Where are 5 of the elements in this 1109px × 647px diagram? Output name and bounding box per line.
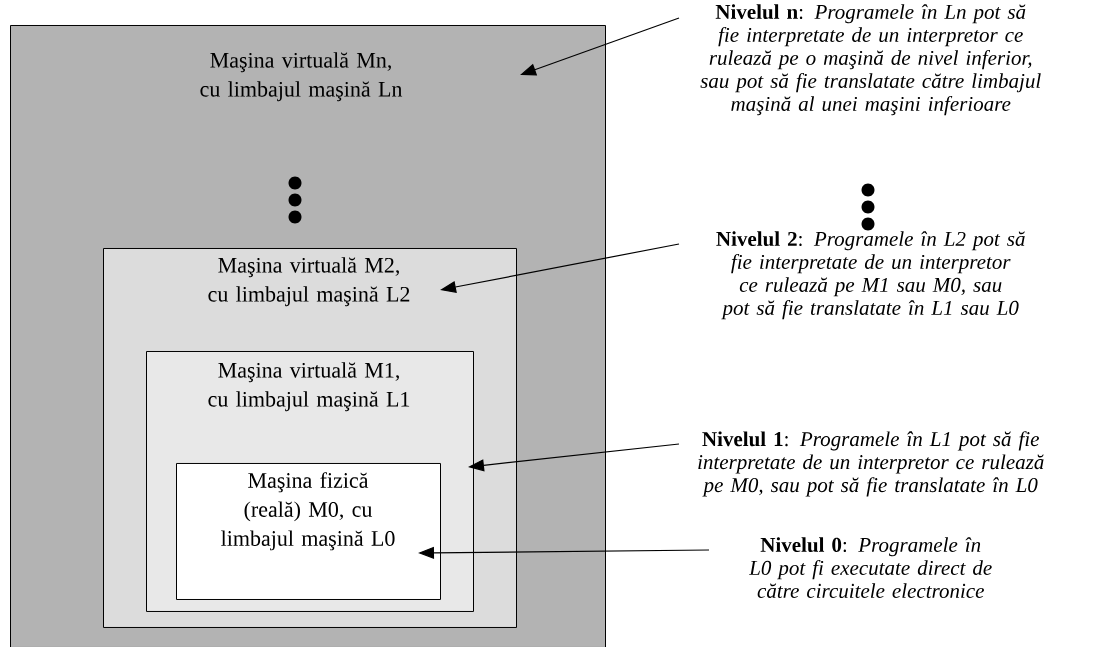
level-description: Nivelul 1: Programele în L1 pot să fie interpretate de un interpretor ce rulează pe M0, sau pot să fie translatate în L0 [698,431,1044,497]
level-description: Nivelul n: Programele în Ln pot să fie interpretate de un interpretor ce rulează pe o maşină de nivel inferior, sau pot să fie translatate către limbajul maşină al unei maşini inferioare [700,4,1041,116]
machine-box: Maşina fizică (reală) M0, cu limbajul maşină L0 [176,463,441,600]
level-description: Nivelul 0: Programele în L0 pot fi executate direct de către circuitele electronice [748,537,992,599]
level-description: Nivelul 2: Programele în L2 pot să fie interpretate de un interpretor ce rulează pe M1 sau M0, sau pot să fie translatate în L1 sau L0 [716,231,1025,320]
